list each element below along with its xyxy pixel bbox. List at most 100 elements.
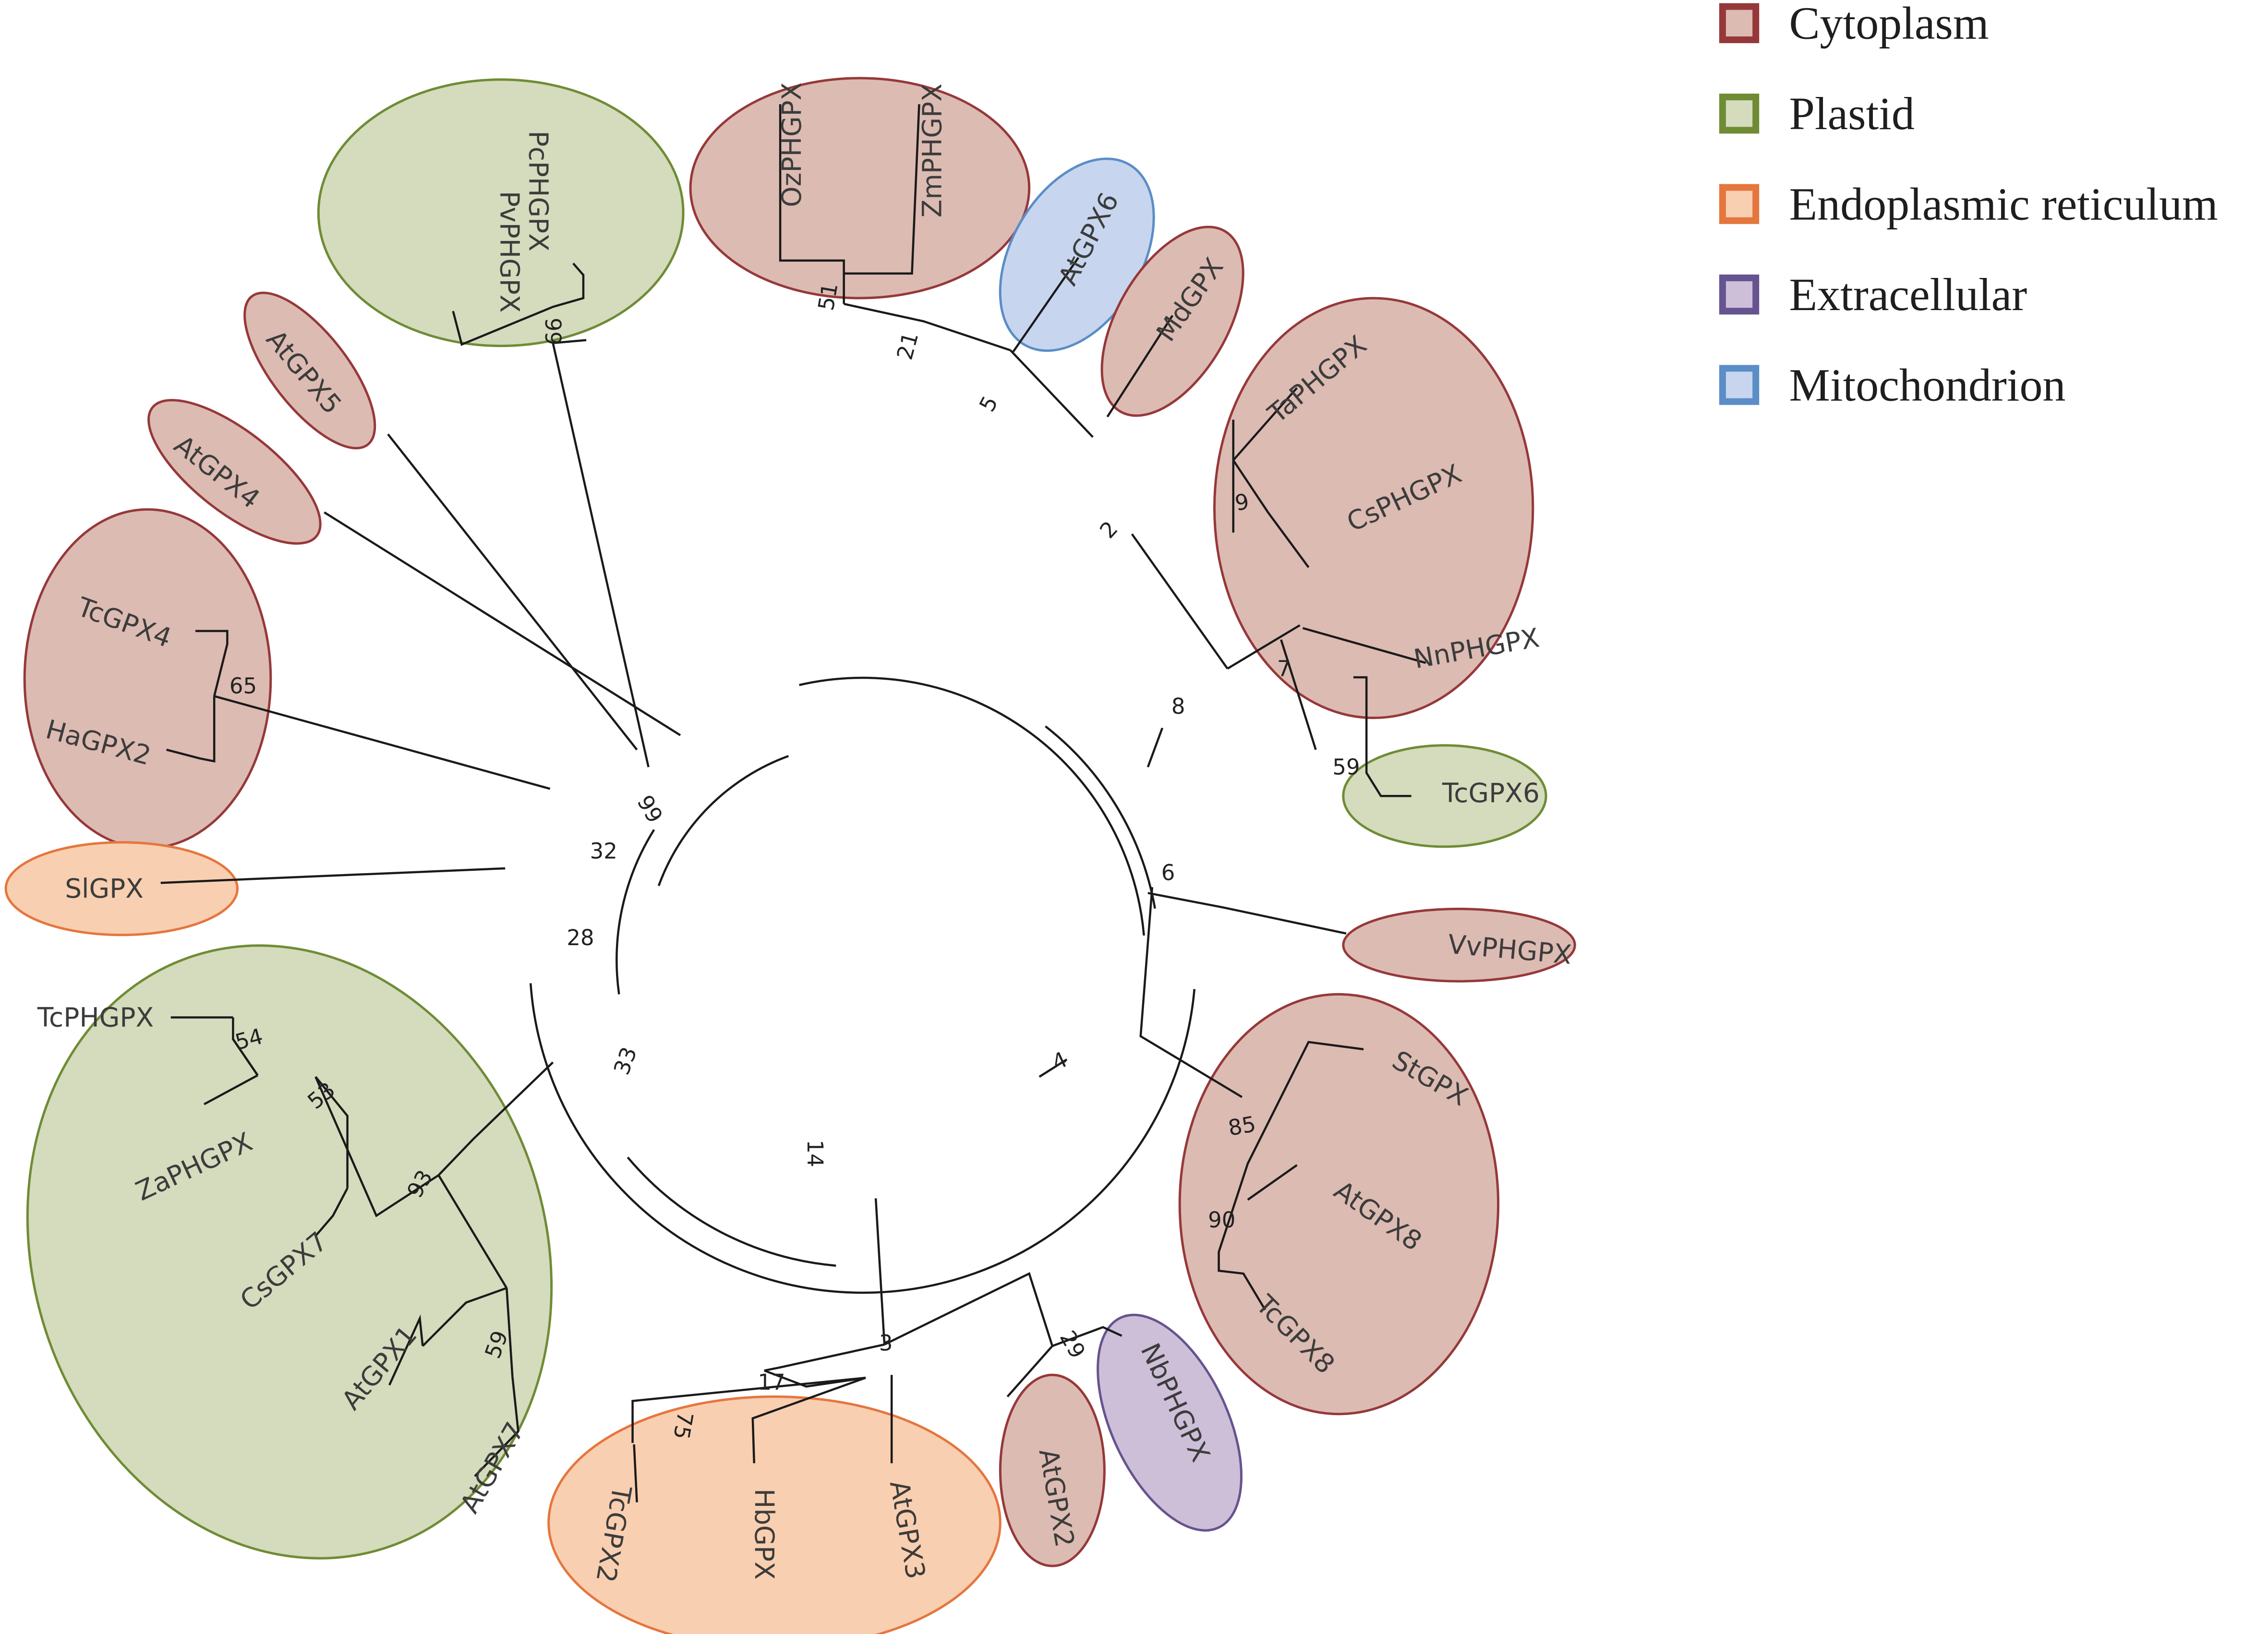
branch-arc-2	[529, 983, 1196, 1294]
legend-swatch-cytoplasm	[1719, 3, 1760, 43]
branch-arc-3	[1045, 725, 1156, 909]
taxon-label-pvphgpx: PvPHGPX	[494, 191, 525, 313]
legend-label-mito: Mitochondrion	[1789, 360, 2066, 411]
branch-segment-52	[553, 339, 587, 344]
branch-segment-4	[1012, 257, 1080, 352]
legend-label-plastid: Plastid	[1789, 88, 1915, 139]
branch-segment-2	[844, 104, 920, 275]
taxon-label-ozphgpx: OzPHGPX	[776, 82, 807, 207]
legend-swatch-plastid	[1719, 94, 1760, 134]
branch-arc-1	[799, 676, 1145, 936]
branch-segment-10	[1353, 676, 1411, 797]
bootstrap-value-14: 3	[879, 1330, 893, 1356]
bootstrap-value-7: 59	[1332, 755, 1360, 780]
bootstrap-value-3: 5	[974, 392, 1003, 416]
ellipse-tcgpx6	[1342, 744, 1547, 848]
branch-segment-47	[214, 695, 551, 790]
ellipse-vvphgpx	[1342, 907, 1576, 983]
bootstrap-value-16: 75	[668, 1410, 698, 1442]
branch-segment-8	[1232, 387, 1298, 461]
taxon-label-hbgpx: HbGPX	[749, 1489, 780, 1580]
branch-segment-51	[452, 263, 585, 346]
branch-segment-30	[633, 1444, 638, 1502]
taxon-label-tcphgpx: TcPHGPX	[37, 1002, 154, 1033]
branch-segment-1	[779, 104, 845, 304]
branch-segment-43	[388, 1314, 424, 1386]
branch-segment-25	[764, 1343, 885, 1372]
bootstrap-value-9: 6	[1161, 860, 1175, 886]
branch-segment-13	[1131, 533, 1229, 670]
bootstrap-value-1: 51	[813, 281, 843, 312]
taxon-label-slgpx: SlGPX	[65, 873, 144, 904]
bootstrap-value-12: 4	[1048, 1046, 1071, 1075]
bootstrap-value-11: 90	[1208, 1207, 1235, 1233]
branch-segment-45	[166, 696, 216, 763]
taxon-label-zmphgpx: ZmPHGPX	[917, 84, 948, 217]
branch-segment-15	[1146, 727, 1164, 768]
ellipse-nbphgpx	[1097, 1313, 1243, 1532]
branch-segment-24	[1052, 1326, 1122, 1347]
branch-segment-32	[437, 1175, 508, 1289]
ellipse-er-gpx2-3	[547, 1395, 1001, 1634]
localization-groups	[4, 77, 1576, 1634]
branch-segment-18	[1247, 1164, 1298, 1201]
branch-segment-49	[324, 511, 681, 736]
bootstrap-value-10: 85	[1226, 1111, 1258, 1141]
branch-segment-6	[1106, 315, 1174, 418]
ellipse-atgpx5	[243, 291, 376, 450]
branch-segment-20	[1038, 1058, 1068, 1078]
branch-segment-46	[195, 630, 229, 697]
branch-segment-42	[422, 1287, 507, 1347]
bootstrap-value-6: 7	[1277, 656, 1291, 681]
branch-segment-5	[1009, 349, 1094, 438]
bootstrap-value-25: 32	[590, 838, 617, 864]
legend-label-cytoplasm: Cytoplasm	[1789, 0, 1989, 49]
bootstrap-value-24: 65	[229, 673, 257, 699]
branch-segment-50	[552, 343, 650, 768]
branch-segment-22	[884, 1272, 1054, 1346]
bootstrap-value-17: 14	[802, 1140, 828, 1167]
ellipse-plastid-gpx1-7	[26, 944, 553, 1560]
branch-segment-41	[474, 1376, 519, 1477]
branch-segment-38	[232, 1017, 259, 1076]
branch-arc-4	[627, 1156, 836, 1267]
branch-segment-27	[631, 1377, 866, 1443]
taxon-label-pcphgpx: PcPHGPX	[523, 131, 554, 251]
bootstrap-value-27: 99	[540, 318, 566, 345]
branch-segment-21	[874, 1198, 886, 1345]
bootstrap-value-2: 21	[892, 329, 923, 362]
branch-arc-5	[615, 829, 655, 995]
ellipse-atgpx4	[147, 399, 322, 545]
legend-swatch-er	[1719, 184, 1760, 224]
branch-segment-37	[204, 1074, 258, 1105]
branch-segment-34	[314, 1076, 349, 1189]
legend-swatch-mito	[1719, 365, 1760, 405]
bootstrap-value-8: 8	[1171, 694, 1185, 719]
branch-segment-23	[1006, 1345, 1053, 1397]
branch-segment-11	[1302, 627, 1426, 664]
branch-segment-19	[1139, 887, 1243, 1098]
bootstrap-value-26: 99	[632, 791, 668, 827]
branch-segment-28	[751, 1377, 866, 1464]
branch-segment-12	[1280, 639, 1317, 750]
branch-segment-14	[1227, 624, 1301, 670]
branch-segment-17	[1218, 1041, 1364, 1310]
branch-segment-44	[160, 867, 506, 884]
branch-segment-35	[314, 1188, 349, 1237]
branch-segment-33	[314, 1076, 439, 1217]
branch-segment-9	[1232, 459, 1310, 568]
ellipse-atgpx2	[999, 1373, 1106, 1567]
taxon-label-tcgpx6: TcGPX6	[1442, 778, 1540, 808]
legend-swatch-extracellular	[1719, 274, 1760, 315]
legend-label-extracellular: Extracellular	[1789, 269, 2027, 320]
ellipse-ta-cs-nn-phgpx	[1213, 297, 1534, 720]
branch-segment-48	[387, 433, 638, 751]
branch-segment-3	[844, 302, 1011, 351]
tree-branches	[160, 104, 1426, 1502]
legend-label-er: Endoplasmic reticulum	[1789, 179, 2218, 230]
bootstrap-value-22: 33	[609, 1044, 642, 1078]
bootstrap-value-15: 17	[758, 1370, 785, 1395]
branch-segment-16	[1147, 892, 1347, 935]
